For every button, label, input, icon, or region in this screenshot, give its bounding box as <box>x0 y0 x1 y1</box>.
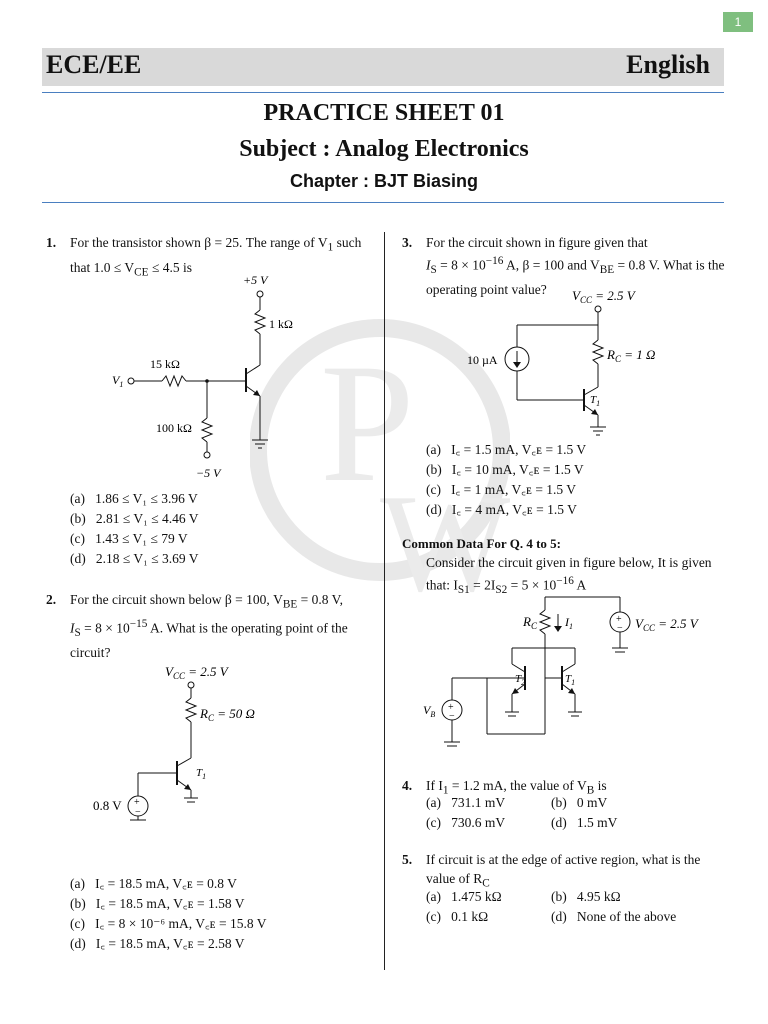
question-5: 5. <box>402 852 413 867</box>
question-3-text: For the circuit shown in figure given th… <box>426 235 725 298</box>
svg-text:T1: T1 <box>590 394 600 408</box>
svg-text:100 kΩ: 100 kΩ <box>156 421 192 435</box>
pw-watermark-logo: P W <box>250 319 510 620</box>
q3-option-a: (a) I꜀ = 1.5 mA, V꜀ᴇ = 1.5 V <box>426 442 587 457</box>
common-data-heading: Common Data For Q. 4 to 5: <box>402 536 561 551</box>
question-5-text: If circuit is at the edge of active regi… <box>426 852 701 890</box>
svg-text:−: − <box>449 711 455 722</box>
svg-text:RC: RC <box>522 614 538 631</box>
q1-option-c: (c) 1.43 ≤ V₁ ≤ 79 V <box>70 531 188 546</box>
common-data-text: Consider the circuit given in figure bel… <box>426 555 712 597</box>
common-circuit-diagram: RC I1 + − VCC = 2.5 V T2 T1 + − VB <box>423 596 700 747</box>
svg-text:15 kΩ: 15 kΩ <box>150 357 180 371</box>
q4-option-d: (d) 1.5 mV <box>551 815 618 830</box>
chapter-title: Chapter : BJT Biasing <box>289 171 479 191</box>
svg-text:−: − <box>135 807 141 818</box>
subject-title: Subject : Analog Electronics <box>239 136 529 162</box>
q2-options: (a) I꜀ = 18.5 mA, V꜀ᴇ = 0.8 V (b) I꜀ = 1… <box>70 874 267 954</box>
svg-text:10 µA: 10 µA <box>467 353 498 367</box>
svg-text:RC = 50 Ω: RC = 50 Ω <box>199 706 255 723</box>
q5-option-c: (c) 0.1 kΩ <box>426 909 489 924</box>
page-number-badge: 1 <box>723 12 753 32</box>
q5-option-a: (a) 1.475 kΩ <box>426 889 502 904</box>
question-1-text: For the transistor shown β = 25. The ran… <box>70 235 362 279</box>
q2-option-c: (c) I꜀ = 8 × 10⁻⁶ mA, V꜀ᴇ = 15.8 V <box>70 916 267 931</box>
q5-option-b: (b) 4.95 kΩ <box>551 889 621 904</box>
svg-text:−5 V: −5 V <box>196 466 222 480</box>
q2-option-b: (b) I꜀ = 18.5 mA, V꜀ᴇ = 1.58 V <box>70 896 245 911</box>
question-2: 2. <box>46 592 57 607</box>
svg-text:VCC = 2.5 V: VCC = 2.5 V <box>165 664 230 681</box>
svg-text:+: + <box>448 702 454 713</box>
question-1: 1. <box>46 235 57 250</box>
title-rule <box>42 202 724 203</box>
svg-text:+: + <box>616 614 622 625</box>
q4-option-c: (c) 730.6 mV <box>426 815 506 830</box>
q3-circuit-diagram: VCC = 2.5 V 10 µA RC = 1 Ω T1 <box>467 288 655 436</box>
svg-text:+: + <box>134 797 140 808</box>
q3-option-d: (d) I꜀ = 4 mA, V꜀ᴇ = 1.5 V <box>426 502 577 517</box>
question-4: 4. <box>402 778 413 793</box>
q4-options: (a) 731.1 mV (b) 0 mV (c) 730.6 mV (d) 1.5… <box>426 793 726 833</box>
svg-text:VB: VB <box>423 703 435 719</box>
q2-circuit-diagram: VCC = 2.5 V RC = 50 Ω T1 + − 0.8 V <box>93 664 255 821</box>
q3-options: (a) I꜀ = 1.5 mA, V꜀ᴇ = 1.5 V (b) I꜀ = 10… <box>426 440 586 520</box>
svg-text:−: − <box>617 623 623 634</box>
svg-text:P: P <box>320 329 415 517</box>
q2-option-a: (a) I꜀ = 18.5 mA, V꜀ᴇ = 0.8 V <box>70 876 237 891</box>
svg-text:I1: I1 <box>564 615 573 631</box>
question-2-text: For the circuit shown below β = 100, VBE… <box>70 592 348 660</box>
svg-text:T2: T2 <box>515 673 525 687</box>
q1-circuit-diagram: +5 V 1 kΩ 15 kΩ V1 100 kΩ −5 V <box>112 273 293 480</box>
q5-options: (a) 1.475 kΩ (b) 4.95 kΩ (c) 0.1 kΩ (d) No… <box>426 887 726 927</box>
svg-text:+5 V: +5 V <box>243 273 269 287</box>
svg-text:RC = 1 Ω: RC = 1 Ω <box>606 347 655 364</box>
svg-text:T1: T1 <box>565 673 575 687</box>
svg-text:1 kΩ: 1 kΩ <box>269 317 293 331</box>
q3-option-c: (c) I꜀ = 1 mA, V꜀ᴇ = 1.5 V <box>426 482 577 497</box>
column-divider <box>384 232 385 970</box>
q5-option-d: (d) None of the above <box>551 909 677 924</box>
q2-option-d: (d) I꜀ = 18.5 mA, V꜀ᴇ = 2.58 V <box>70 936 245 951</box>
question-3: 3. <box>402 235 413 250</box>
q4-option-b: (b) 0 mV <box>551 795 608 810</box>
sheet-title: PRACTICE SHEET 01 <box>263 100 505 126</box>
header-branch: ECE/EE <box>46 50 142 79</box>
svg-text:VCC = 2.5 V: VCC = 2.5 V <box>572 288 637 305</box>
svg-text:VCC = 2.5 V: VCC = 2.5 V <box>635 616 700 633</box>
header-band <box>42 48 724 86</box>
svg-text:V1: V1 <box>112 373 123 389</box>
svg-text:W: W <box>380 466 510 620</box>
q3-option-b: (b) I꜀ = 10 mA, V꜀ᴇ = 1.5 V <box>426 462 584 477</box>
question-4-text: If I1 = 1.2 mA, the value of VB is <box>426 778 607 797</box>
q1-option-a: (a) 1.86 ≤ V₁ ≤ 3.96 V <box>70 491 198 506</box>
svg-text:T1: T1 <box>196 767 206 781</box>
q1-options: (a) 1.86 ≤ V₁ ≤ 3.96 V (b) 2.81 ≤ V₁ ≤ 4… <box>70 489 199 569</box>
q1-option-b: (b) 2.81 ≤ V₁ ≤ 4.46 V <box>70 511 199 526</box>
header-language: English <box>626 50 710 79</box>
header-rule <box>42 92 724 93</box>
q1-option-d: (d) 2.18 ≤ V₁ ≤ 3.69 V <box>70 551 199 566</box>
q4-option-a: (a) 731.1 mV <box>426 795 506 810</box>
svg-text:0.8 V: 0.8 V <box>93 798 122 813</box>
